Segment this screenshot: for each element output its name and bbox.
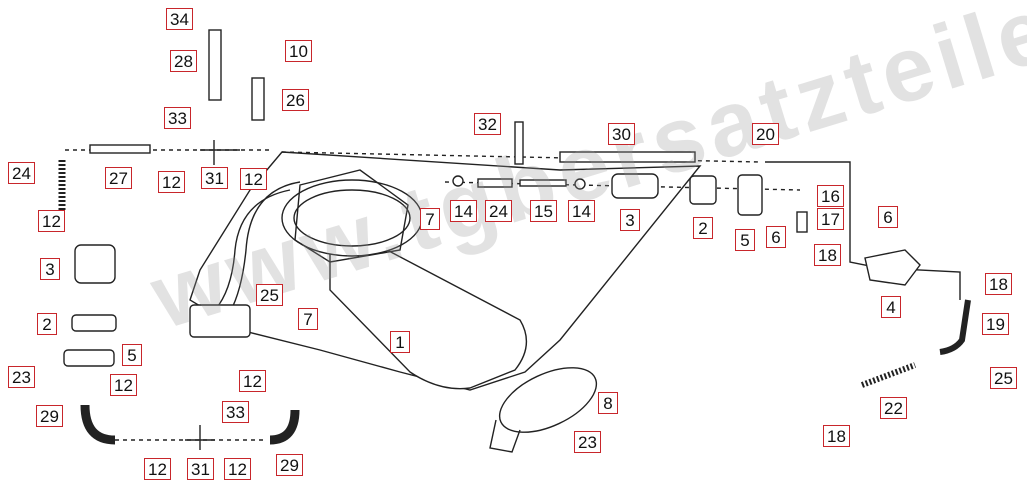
callout-33-top: 33: [164, 107, 191, 129]
hose-29b: [269, 409, 300, 445]
grommet-2b: [689, 175, 717, 205]
part-17: [796, 211, 808, 233]
callout-6-right: 6: [878, 206, 898, 228]
callout-24-middle: 24: [485, 200, 512, 222]
callout-3-left: 3: [40, 258, 60, 280]
callout-14-a: 14: [450, 200, 477, 222]
callout-18-bottom: 18: [823, 425, 850, 447]
callout-26: 26: [282, 89, 309, 111]
filter-3b: [611, 173, 659, 199]
callout-33-bottom: 33: [222, 401, 249, 423]
clamp-14b: [574, 178, 586, 190]
callout-15: 15: [530, 200, 557, 222]
callout-12-b: 12: [240, 168, 267, 190]
callout-28: 28: [170, 50, 197, 72]
holder-5a: [63, 349, 115, 367]
callout-5-middle: 5: [735, 229, 755, 251]
callout-18-right: 18: [985, 273, 1012, 295]
callout-32: 32: [474, 113, 501, 135]
callout-23-left: 23: [8, 366, 35, 388]
fuel-pipe-30: [559, 151, 696, 163]
callout-29-bottom: 29: [276, 454, 303, 476]
callout-3-middle: 3: [620, 209, 640, 231]
callout-18-upper: 18: [814, 244, 841, 266]
callout-6-middle: 6: [766, 226, 786, 248]
spring-22: [860, 362, 917, 388]
hose-26: [251, 77, 265, 121]
callout-7-lower: 7: [298, 308, 318, 330]
hose-15: [519, 179, 567, 187]
callout-5-left: 5: [122, 344, 142, 366]
callout-25-right: 25: [990, 367, 1017, 389]
callout-2-middle: 2: [693, 217, 713, 239]
callout-20: 20: [752, 123, 779, 145]
callout-12-g: 12: [224, 458, 251, 480]
callout-2-left: 2: [37, 313, 57, 335]
callout-7-upper: 7: [420, 208, 440, 230]
hose-29a: [80, 404, 116, 445]
fuel-cock: [864, 249, 921, 286]
callout-10: 10: [285, 40, 312, 62]
callout-12-a: 12: [158, 171, 185, 193]
callout-31-bottom: 31: [187, 458, 214, 480]
callout-30: 30: [608, 123, 635, 145]
callout-19: 19: [982, 313, 1009, 335]
callout-8: 8: [598, 392, 618, 414]
callout-23-bottom: 23: [574, 431, 601, 453]
callout-22: 22: [880, 397, 907, 419]
spring-24b: [477, 178, 513, 188]
fuel-pump-body: [329, 218, 528, 390]
callout-14-b: 14: [568, 200, 595, 222]
hose-28: [208, 29, 222, 101]
pump-clamp: [498, 367, 598, 433]
grommet-2a: [71, 314, 117, 332]
callout-4: 4: [881, 296, 901, 318]
callout-31-top: 31: [201, 167, 228, 189]
callout-12-f: 12: [144, 458, 171, 480]
callout-27: 27: [105, 167, 132, 189]
callout-16: 16: [817, 185, 844, 207]
callout-12-d: 12: [110, 374, 137, 396]
callout-17: 17: [817, 208, 844, 230]
clamp-14a: [452, 175, 464, 187]
filter-3a: [74, 244, 116, 284]
hose-19: [939, 299, 971, 355]
bracket-32: [514, 121, 524, 165]
callout-24-left: 24: [8, 162, 35, 184]
fuel-line-right: [765, 161, 961, 300]
callout-34: 34: [166, 8, 193, 30]
callout-12-c: 12: [38, 210, 65, 232]
t-piece-31b: [185, 425, 215, 450]
pipe-27: [89, 144, 151, 154]
callout-12-e: 12: [239, 370, 266, 392]
t-piece-31: [200, 140, 240, 165]
callout-25-left: 25: [256, 284, 283, 306]
fuel-tank-outline: [189, 151, 702, 391]
pump-connector: [189, 304, 251, 338]
callout-1: 1: [390, 331, 410, 353]
holder-5b: [737, 174, 763, 216]
callout-29-left: 29: [36, 405, 63, 427]
